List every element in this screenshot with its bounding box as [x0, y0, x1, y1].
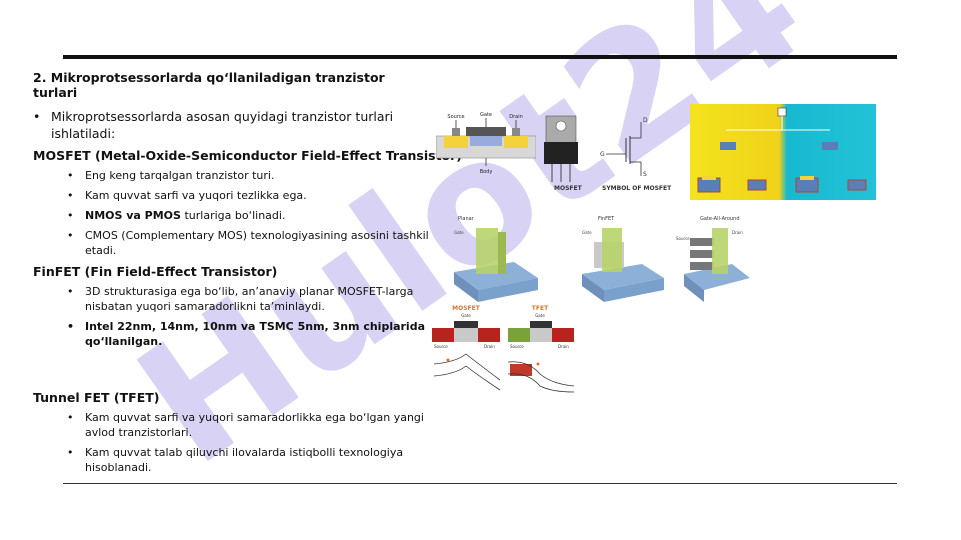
- slide-text: 2. Mikroprotsessorlarda qo‘llaniladigan …: [33, 70, 463, 480]
- tfet-item-1: Kam quvvat sarfi va yuqori samaradorlikk…: [33, 410, 433, 440]
- tfet-drain-label: Drain: [558, 344, 569, 349]
- bottom-rule: [63, 483, 897, 484]
- package-label: MOSFET: [554, 185, 583, 192]
- mosfet-item-3: NMOS va PMOS turlariga bo‘linadi.: [33, 208, 433, 223]
- symbol-g-label: G: [600, 151, 605, 158]
- planar-gate-label: Gate: [454, 230, 464, 235]
- finfet-item-2: Intel 22nm, 14nm, 10nm va TSMC 5nm, 3nm …: [33, 319, 433, 349]
- slide-heading: 2. Mikroprotsessorlarda qo‘llaniladigan …: [33, 70, 385, 100]
- mosfet-item-3-bold: NMOS va PMOS: [85, 209, 181, 222]
- gaa-drain-label: Drain: [732, 230, 743, 235]
- mosfet-item-2: Kam quvvat sarfi va yuqori tezlikka ega.: [33, 188, 433, 203]
- intro-bullet: Mikroprotsessorlarda asosan quyidagi tra…: [33, 108, 433, 142]
- cross-source-label: Source: [447, 114, 464, 120]
- mosfet-cross-section-figure: Source Gate Drain Body: [436, 110, 536, 178]
- mosfet-symbol-figure: MOSFET D G S SYMBOL OF MOSFET: [536, 110, 676, 192]
- finfet-gate-label: Gate: [582, 230, 592, 235]
- symbol-d-label: D: [643, 117, 648, 124]
- mosfet-drain-label: Drain: [484, 344, 495, 349]
- mosfet-item-3-rest: turlariga bo‘linadi.: [180, 209, 286, 222]
- cross-gate-label: Gate: [480, 112, 492, 118]
- mosfet-item-1: Eng keng tarqalgan tranzistor turi.: [33, 168, 433, 183]
- symbol-s-label: S: [643, 171, 647, 178]
- mosfet-title: MOSFET (Metal-Oxide-Semiconductor Field-…: [33, 148, 463, 163]
- finfet-title: FinFET (Fin Field-Effect Transistor): [33, 264, 278, 279]
- mosfet-source-label: Source: [434, 344, 448, 349]
- cmos-diagram-figure: [690, 104, 876, 200]
- tfet-title: Tunnel FET (TFET): [33, 390, 160, 405]
- top-rule: [63, 55, 897, 59]
- tfet-item-2: Kam quvvat talab qiluvchi ilovalarda ist…: [33, 445, 433, 475]
- transistor-3d-figure: Planar Gate FinFET Gate Gate-All-Around …: [450, 212, 750, 304]
- cross-drain-label: Drain: [509, 114, 523, 120]
- finfet-fig-label: FinFET: [598, 216, 615, 222]
- tfet-source-label: Source: [510, 344, 524, 349]
- symbol-caption: SYMBOL OF MOSFET: [602, 185, 672, 192]
- gaa-fig-label: Gate-All-Around: [700, 216, 740, 222]
- mosfet-item-4: CMOS (Complementary MOS) texnologiyasini…: [33, 228, 433, 258]
- mosfet-band-title: MOSFET: [452, 305, 481, 312]
- mosfet-gate-label: Gate: [461, 313, 471, 318]
- mosfet-vs-tfet-figure: MOSFET TFET Gate Gate Source Drain Sourc…: [428, 302, 580, 394]
- planar-label: Planar: [458, 216, 475, 222]
- gaa-source-label: Source: [676, 236, 690, 241]
- cross-body-label: Body: [480, 169, 493, 175]
- tfet-gate-label: Gate: [535, 313, 545, 318]
- tfet-band-title: TFET: [532, 305, 549, 312]
- finfet-item-1: 3D strukturasiga ega bo‘lib, an’anaviy p…: [33, 284, 433, 314]
